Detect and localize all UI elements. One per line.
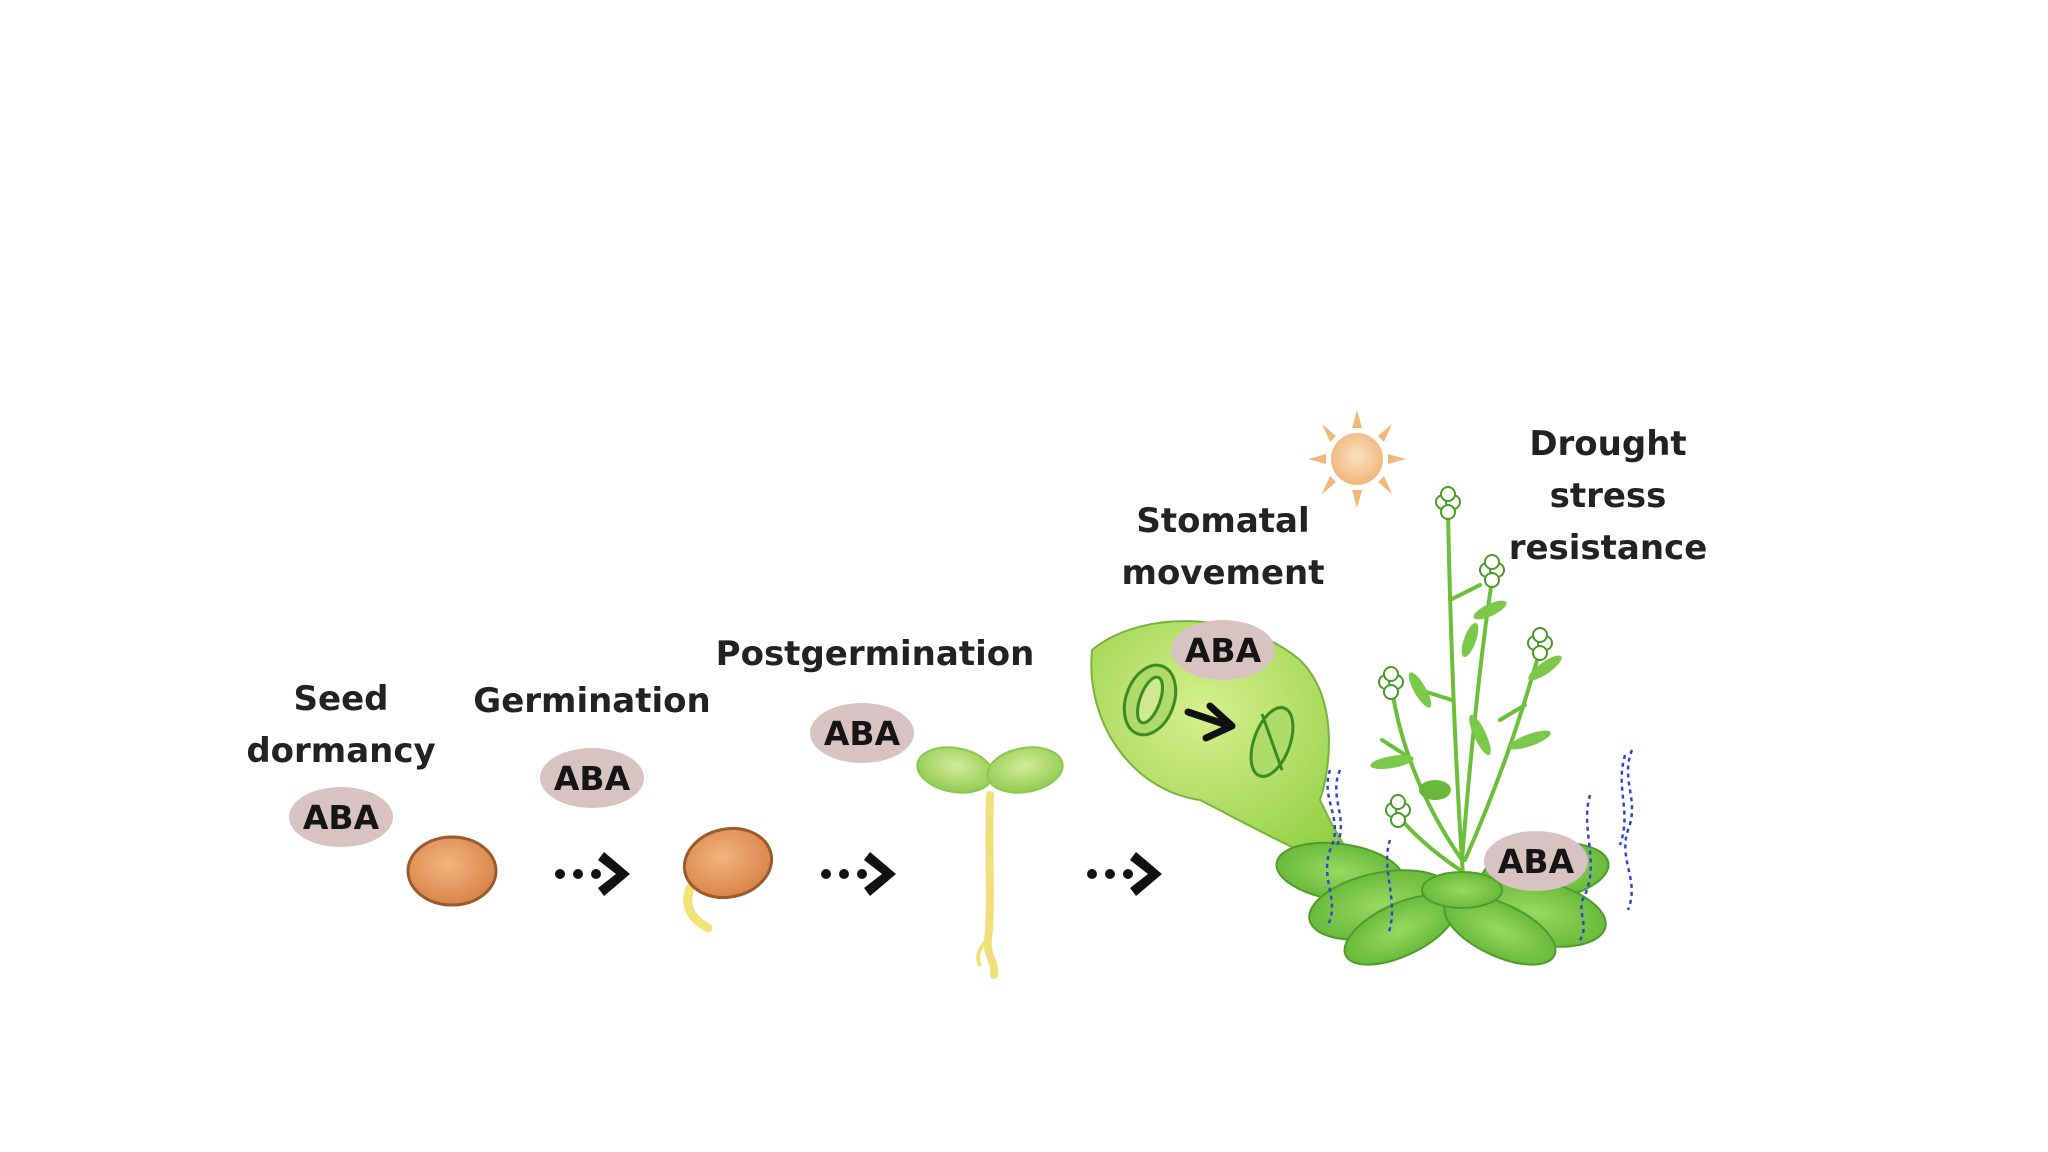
dotted-arrow-icon bbox=[821, 852, 896, 896]
stage-postgermination: Postgermination ABA bbox=[716, 634, 1064, 979]
aba-text-germination: ABA bbox=[554, 759, 631, 798]
label-germination: Germination bbox=[473, 681, 710, 721]
label-drought: Drought bbox=[1529, 424, 1686, 464]
label-seed: Seed bbox=[294, 679, 389, 719]
label-stress: stress bbox=[1550, 476, 1667, 516]
sun-icon bbox=[1308, 410, 1406, 508]
label-stomatal: Stomatal bbox=[1136, 501, 1309, 541]
dotted-arrow-icon bbox=[555, 852, 630, 896]
closed-stomata-icon bbox=[1249, 706, 1295, 778]
aba-text-dormancy: ABA bbox=[303, 798, 380, 837]
aba-text-drought: ABA bbox=[1498, 842, 1575, 881]
aba-badge-stomatal: ABA bbox=[1171, 620, 1275, 680]
stage-germination: Germination ABA bbox=[473, 681, 774, 933]
stage-seed-dormancy: Seed dormancy ABA bbox=[246, 679, 498, 907]
stage-drought-resistance: Drought stress resistance bbox=[1275, 410, 1708, 966]
label-postgermination: Postgermination bbox=[716, 634, 1035, 674]
seedling-icon bbox=[916, 746, 1064, 979]
rosette-leaves bbox=[1275, 841, 1610, 966]
label-movement: movement bbox=[1122, 553, 1325, 593]
label-resistance: resistance bbox=[1509, 528, 1708, 568]
germinating-seed-icon bbox=[682, 827, 774, 899]
stage-stomatal-movement: Stomatal movement ABA bbox=[1090, 501, 1374, 883]
aba-text-postgermination: ABA bbox=[824, 714, 901, 753]
label-dormancy: dormancy bbox=[246, 731, 435, 771]
aba-badge-postgermination: ABA bbox=[810, 703, 914, 763]
root-water-icon bbox=[1325, 749, 1634, 941]
radicle-icon bbox=[683, 883, 713, 933]
stomatal-arrow-icon bbox=[1184, 702, 1236, 742]
cauline-leaves bbox=[1370, 600, 1562, 800]
aba-badge-dormancy: ABA bbox=[289, 787, 393, 847]
dotted-arrow-icon bbox=[1087, 852, 1162, 896]
seed-icon bbox=[406, 835, 498, 907]
flower-icons bbox=[1378, 486, 1553, 828]
aba-badge-germination: ABA bbox=[540, 748, 644, 808]
aba-text-stomatal: ABA bbox=[1185, 631, 1262, 670]
aba-badge-drought: ABA bbox=[1484, 831, 1588, 891]
open-stomata-icon bbox=[1122, 663, 1178, 737]
